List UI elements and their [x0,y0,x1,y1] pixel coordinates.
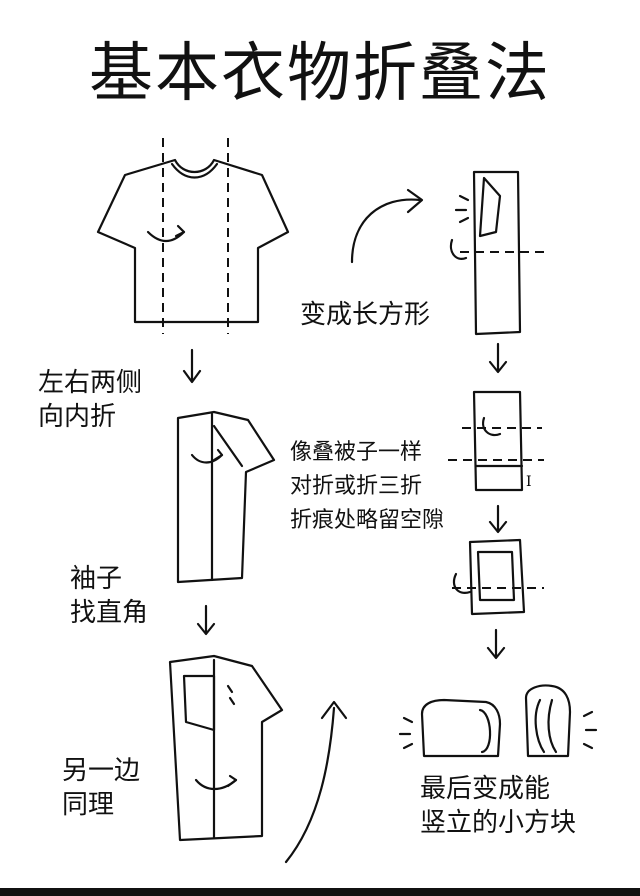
final-block-lying-icon [398,698,502,758]
arrow-down-icon [182,348,202,384]
tshirt-sides-folded-icon [176,410,276,584]
rectangle-shirt-icon [449,170,522,336]
curved-arrow-icon [350,188,424,264]
step-label-line: 最后变成能 [420,774,551,804]
arrow-down-icon [488,504,508,534]
arrow-down-icon [486,628,506,660]
folded-block-icon [452,538,526,616]
step-label-line: 竖立的小方块 [420,808,577,838]
step-label-line: 另一边 [62,756,141,786]
step-label-other-side: 另一边 同理 [62,754,140,822]
step-label-line: 变成长方形 [300,300,431,330]
step-label-line: 同理 [62,790,115,820]
tshirt-sleeve-folded-icon [168,654,284,842]
final-block-standing-icon [524,684,598,758]
bottom-border [0,888,640,896]
curved-arrow-up-icon [284,700,348,864]
step-label-line: 向内折 [38,402,117,432]
page-title: 基本衣物折叠法 [89,37,551,111]
fold-gap-mark: I [526,474,532,490]
step-label-line: 找直角 [70,598,149,628]
step-label-line: 对折或折三折 [290,474,423,499]
step-label-line: 袖子 [70,564,123,594]
step-label-final: 最后变成能 竖立的小方块 [420,772,576,840]
arrow-down-icon [196,604,216,636]
folded-thirds-icon [472,390,524,492]
step-label-rectangle: 变成长方形 [300,298,430,332]
step-label-line: 像叠被子一样 [290,440,423,465]
step-label-line: 折痕处略留空隙 [290,508,445,533]
step-label-left-right-fold: 左右两侧 向内折 [38,366,142,434]
step-label-line: 左右两侧 [38,368,143,398]
arrow-down-icon [488,342,508,374]
step-label-quilt-fold: 像叠被子一样 对折或折三折 折痕处略留空隙 [290,436,444,538]
tshirt-flat-icon [96,158,290,324]
step-label-sleeve: 袖子 找直角 [70,562,148,630]
